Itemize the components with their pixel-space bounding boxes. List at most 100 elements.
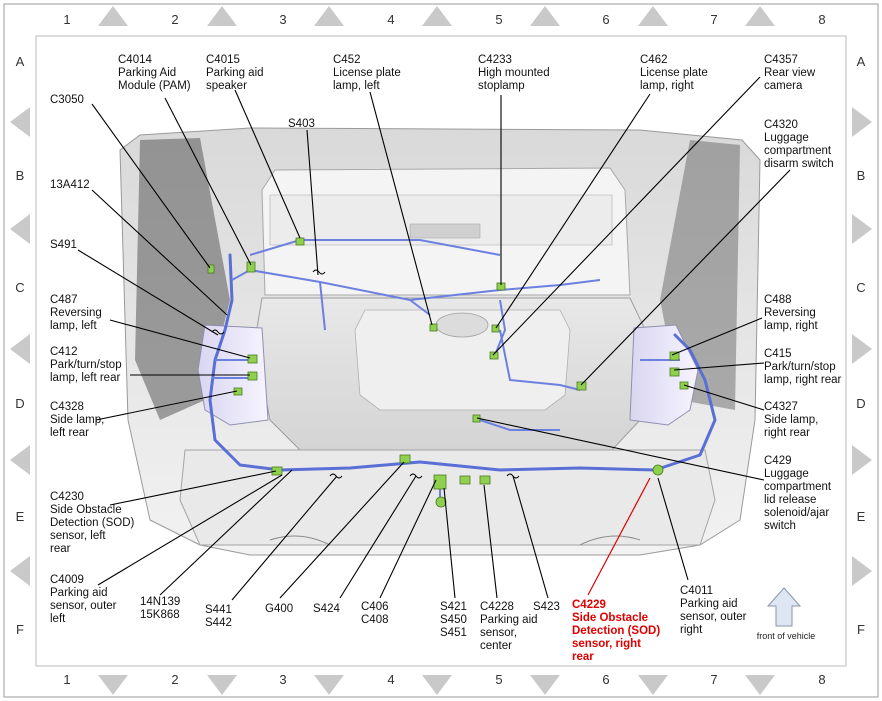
callout-s491: S491: [50, 239, 77, 251]
svg-text:Parking aid: Parking aid: [206, 67, 264, 79]
svg-text:C4327: C4327: [764, 401, 798, 413]
col-8-top: 8: [818, 12, 825, 27]
svg-text:S451: S451: [440, 627, 467, 639]
svg-text:C4320: C4320: [764, 119, 798, 131]
callout-c3050: C3050: [50, 94, 84, 106]
svg-text:camera: camera: [764, 80, 803, 92]
svg-text:rear: rear: [572, 651, 594, 663]
svg-text:C488: C488: [764, 294, 792, 306]
svg-text:C4011: C4011: [680, 585, 713, 597]
svg-text:rear: rear: [50, 543, 71, 555]
svg-text:lamp, right: lamp, right: [640, 80, 694, 92]
svg-text:S491: S491: [50, 239, 77, 251]
svg-text:Side lamp,: Side lamp,: [764, 414, 818, 426]
svg-text:sensor,: sensor,: [480, 627, 517, 639]
svg-text:Reversing: Reversing: [50, 307, 102, 319]
svg-text:Side lamp,: Side lamp,: [50, 414, 104, 426]
callout-c406: C406 C408: [361, 601, 389, 626]
svg-text:S424: S424: [313, 603, 340, 615]
svg-text:S450: S450: [440, 614, 467, 626]
callout-s424: S424: [313, 603, 340, 615]
svg-text:sensor, right: sensor, right: [572, 638, 641, 650]
svg-text:sensor, left: sensor, left: [50, 530, 106, 542]
svg-text:switch: switch: [764, 520, 796, 532]
svg-text:C4009: C4009: [50, 574, 84, 586]
callout-c4320: C4320 Luggage compartment disarm switch: [764, 119, 834, 170]
grid-markers: [10, 6, 872, 695]
row-b-left: B: [16, 168, 25, 183]
svg-text:C4230: C4230: [50, 491, 84, 503]
callout-s441: S441 S442: [205, 604, 232, 629]
svg-text:right rear: right rear: [764, 427, 810, 439]
row-c-left: C: [15, 280, 24, 295]
svg-text:lid release: lid release: [764, 494, 816, 506]
svg-text:C462: C462: [640, 54, 668, 66]
front-of-vehicle-indicator: front of vehicle: [757, 587, 816, 641]
svg-text:Parking aid: Parking aid: [680, 598, 738, 610]
svg-text:Detection (SOD): Detection (SOD): [50, 517, 135, 529]
svg-text:C408: C408: [361, 614, 389, 626]
up-arrow-icon: [766, 587, 802, 627]
svg-text:G400: G400: [265, 603, 293, 615]
row-d-right: D: [856, 396, 865, 411]
svg-text:Side Obstacle: Side Obstacle: [50, 504, 122, 516]
svg-text:sensor, outer: sensor, outer: [50, 600, 117, 612]
col-3-bottom: 3: [279, 672, 286, 687]
callout-c462: C462 License plate lamp, right: [640, 54, 708, 92]
col-7-bottom: 7: [710, 672, 717, 687]
svg-text:lamp, right: lamp, right: [764, 320, 818, 332]
callout-c4014: C4014 Parking Aid Module (PAM): [118, 54, 191, 92]
svg-text:C4228: C4228: [480, 601, 514, 613]
svg-text:S441: S441: [205, 604, 232, 616]
svg-text:Park/turn/stop: Park/turn/stop: [764, 361, 836, 373]
svg-text:speaker: speaker: [206, 80, 247, 92]
col-5-bottom: 5: [495, 672, 502, 687]
svg-text:left: left: [50, 613, 66, 625]
svg-text:Luggage: Luggage: [764, 468, 809, 480]
svg-text:S421: S421: [440, 601, 467, 613]
svg-text:15K868: 15K868: [140, 609, 180, 621]
svg-text:C4233: C4233: [478, 54, 512, 66]
svg-text:C4328: C4328: [50, 401, 84, 413]
callout-14n139: 14N139 15K868: [140, 596, 180, 621]
row-e-right: E: [857, 509, 866, 524]
col-7-top: 7: [710, 12, 717, 27]
svg-text:C4357: C4357: [764, 54, 798, 66]
svg-text:S442: S442: [205, 617, 232, 629]
svg-text:License plate: License plate: [640, 67, 708, 79]
row-c-right: C: [856, 280, 865, 295]
svg-text:stoplamp: stoplamp: [478, 80, 525, 92]
callout-c429: C429 Luggage compartment lid release sol…: [764, 455, 832, 532]
svg-text:lamp, left: lamp, left: [50, 320, 97, 332]
svg-text:right: right: [680, 624, 703, 636]
callout-c4009: C4009 Parking aid sensor, outer left: [50, 574, 117, 625]
callout-c4327: C4327 Side lamp, right rear: [764, 401, 818, 439]
svg-text:C4015: C4015: [206, 54, 240, 66]
svg-text:Parking aid: Parking aid: [50, 587, 108, 599]
callout-c4011: C4011 Parking aid sensor, outer right: [680, 585, 747, 636]
svg-text:Parking Aid: Parking Aid: [118, 67, 176, 79]
col-5-top: 5: [495, 12, 502, 27]
svg-text:C429: C429: [764, 455, 792, 467]
front-of-vehicle-label: front of vehicle: [757, 631, 816, 641]
callout-c487: C487 Reversing lamp, left: [50, 294, 102, 332]
svg-text:License plate: License plate: [333, 67, 401, 79]
svg-text:compartment: compartment: [764, 481, 832, 493]
svg-text:lamp, right rear: lamp, right rear: [764, 374, 842, 386]
row-e-left: E: [16, 509, 25, 524]
col-2-top: 2: [171, 12, 178, 27]
splice-markers: [211, 269, 520, 479]
callout-c488: C488 Reversing lamp, right: [764, 294, 818, 332]
diagram-border: [3, 3, 879, 698]
row-f-left: F: [16, 622, 24, 637]
grid-labels: 1 2 3 4 5 6 7 8 1 2 3 4 5 6 7 8 A B C D …: [15, 12, 865, 687]
svg-text:Parking aid: Parking aid: [480, 614, 538, 626]
callout-s421: S421 S450 S451: [440, 601, 467, 639]
svg-text:C452: C452: [333, 54, 361, 66]
leader-lines: [77, 76, 791, 601]
callout-s403: S403: [288, 118, 315, 130]
row-a-left: A: [16, 54, 25, 69]
col-8-bottom: 8: [818, 672, 825, 687]
row-f-right: F: [857, 622, 865, 637]
svg-text:sensor, outer: sensor, outer: [680, 611, 747, 623]
